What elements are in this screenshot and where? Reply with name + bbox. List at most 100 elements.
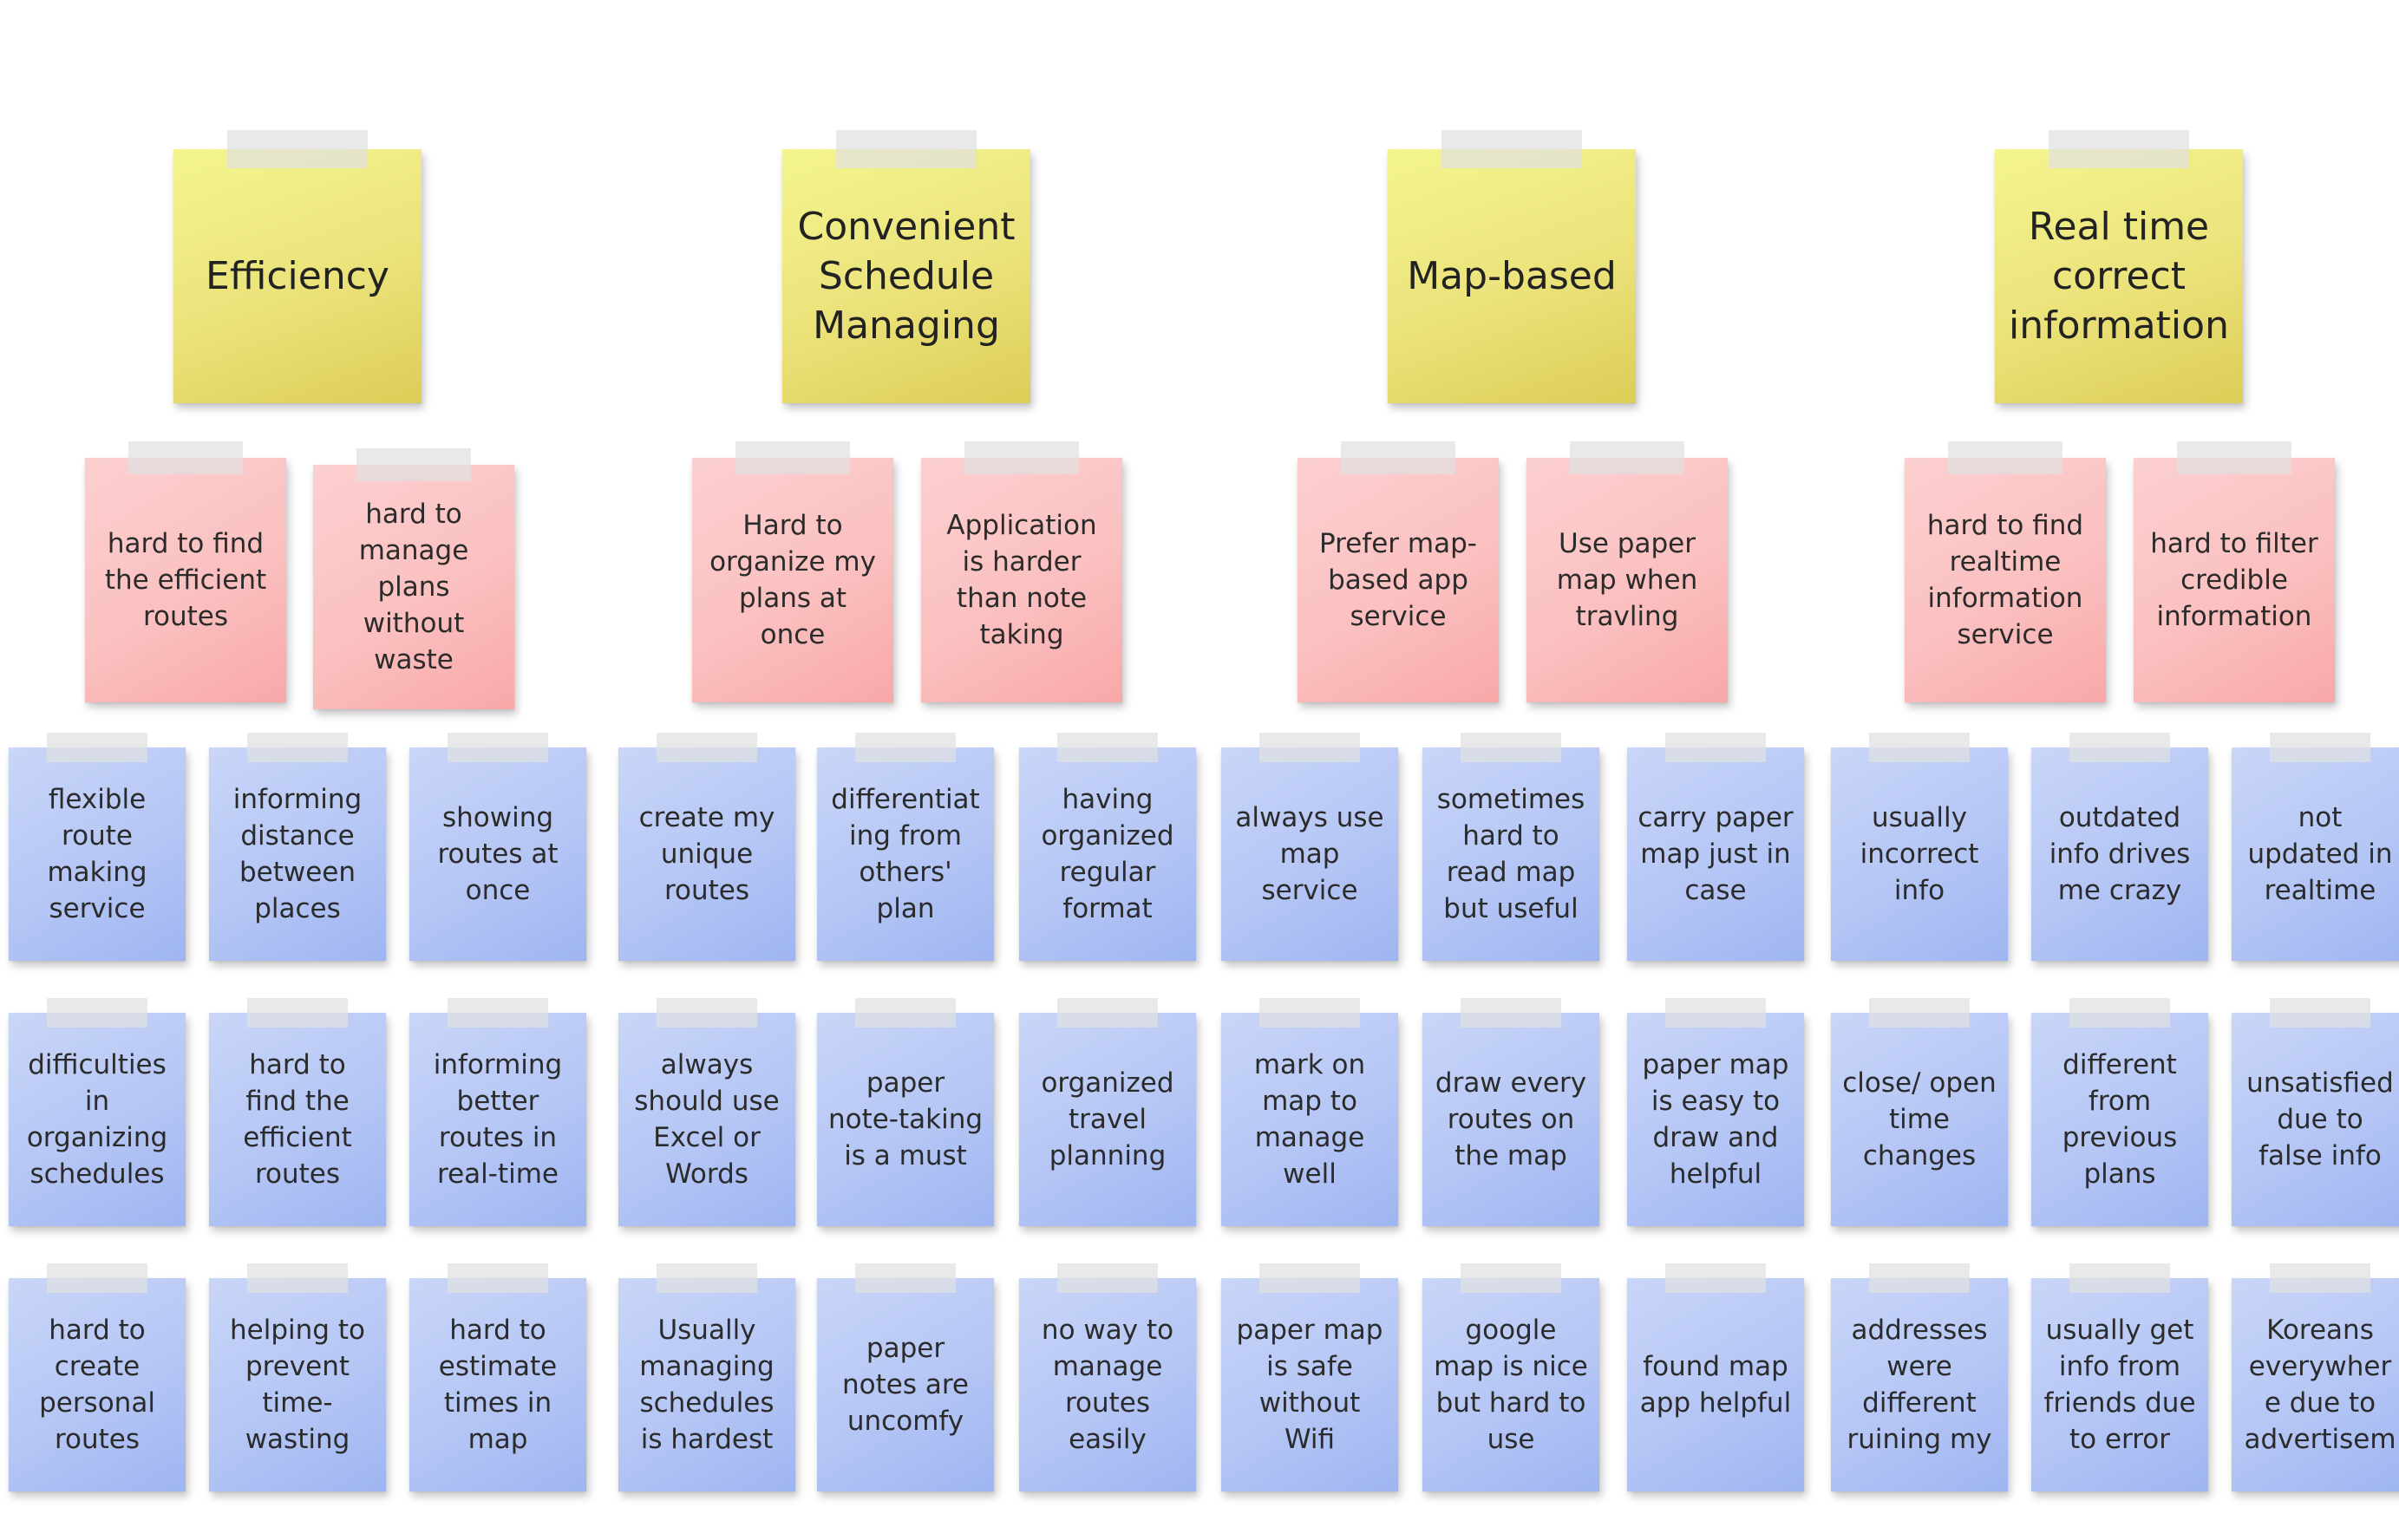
observation-note[interactable]: paper notes are uncomfy <box>817 1278 994 1491</box>
tape-strip <box>1869 1263 1970 1293</box>
tape-strip <box>1948 441 2062 474</box>
observation-note[interactable]: different from previous plans <box>2031 1013 2208 1226</box>
observation-note-text: Koreans everywhere due to advertisement <box>2244 1315 2396 1455</box>
observation-note-text: create my unique routes <box>638 802 775 906</box>
observation-note[interactable]: difficulties in organizing schedules <box>9 1013 186 1226</box>
observation-note[interactable]: hard to find the efficient routes <box>209 1013 386 1226</box>
tape-strip <box>356 448 471 481</box>
theme-note[interactable]: Convenient Schedule Managing <box>782 149 1030 403</box>
insight-note-text: Prefer map-based app service <box>1319 528 1477 632</box>
observation-note[interactable]: paper note-taking is a must <box>817 1013 994 1226</box>
insight-note-text: Use paper map when travling <box>1556 528 1698 632</box>
tape-strip <box>1869 733 1970 762</box>
observation-note-text: no way to manage routes easily <box>1041 1315 1174 1455</box>
observation-note[interactable]: sometimes hard to read map but useful <box>1422 747 1599 961</box>
observation-note-text: paper notes are uncomfy <box>842 1333 969 1437</box>
observation-note-text: helping to prevent time-wasting <box>230 1315 365 1455</box>
observation-note-text: always use map service <box>1235 802 1384 906</box>
observation-note[interactable]: always use map service <box>1221 747 1398 961</box>
tape-strip <box>1057 733 1158 762</box>
observation-note[interactable]: paper map is safe without Wifi <box>1221 1278 1398 1491</box>
observation-note-text: differentiating from others' plan <box>831 784 980 924</box>
observation-note[interactable]: helping to prevent time-wasting <box>209 1278 386 1491</box>
tape-strip <box>1461 733 1561 762</box>
observation-note-text: paper map is safe without Wifi <box>1236 1315 1383 1455</box>
observation-note[interactable]: having organized regular format <box>1019 747 1196 961</box>
observation-note-text: google map is nice but hard to use <box>1434 1315 1588 1455</box>
insight-note[interactable]: hard to filter credible information <box>2134 458 2335 702</box>
theme-note-text: Convenient Schedule Managing <box>797 205 1016 348</box>
tape-strip <box>1259 733 1360 762</box>
observation-note[interactable]: mark on map to manage well <box>1221 1013 1398 1226</box>
observation-note[interactable]: paper map is easy to draw and helpful <box>1627 1013 1804 1226</box>
tape-strip <box>2069 1263 2170 1293</box>
observation-note-text: informing distance between places <box>232 784 363 924</box>
tape-strip <box>2270 998 2370 1028</box>
tape-strip <box>1441 130 1582 168</box>
tape-strip <box>2177 441 2291 474</box>
insight-note[interactable]: Prefer map-based app service <box>1298 458 1499 702</box>
tape-strip <box>2049 130 2189 168</box>
tape-strip <box>855 998 956 1028</box>
observation-note[interactable]: always should use Excel or Words <box>618 1013 795 1226</box>
insight-note-text: hard to find the efficient routes <box>104 528 267 632</box>
tape-strip <box>1461 1263 1561 1293</box>
tape-strip <box>1665 998 1766 1028</box>
tape-strip <box>1869 998 1970 1028</box>
observation-note[interactable]: Koreans everywhere due to advertisement <box>2232 1278 2399 1491</box>
observation-note-text: different from previous plans <box>2062 1049 2178 1190</box>
observation-note[interactable]: hard to create personal routes <box>9 1278 186 1491</box>
observation-note[interactable]: create my unique routes <box>618 747 795 961</box>
observation-note[interactable]: draw every routes on the map <box>1422 1013 1599 1226</box>
observation-note[interactable]: usually incorrect info <box>1831 747 2008 961</box>
observation-note[interactable]: showing routes at once <box>409 747 586 961</box>
observation-note-text: close/ open time changes <box>1842 1067 1997 1171</box>
insight-note[interactable]: hard to manage plans without waste <box>313 465 514 709</box>
observation-note[interactable]: outdated info drives me crazy <box>2031 747 2208 961</box>
theme-note[interactable]: Map-based <box>1388 149 1636 403</box>
insight-note-text: hard to find realtime information servic… <box>1926 510 2084 650</box>
observation-note[interactable]: informing distance between places <box>209 747 386 961</box>
insight-note[interactable]: Use paper map when travling <box>1526 458 1728 702</box>
tape-strip <box>2270 1263 2370 1293</box>
theme-note-text: Efficiency <box>206 254 389 298</box>
observation-note[interactable]: carry paper map just in case <box>1627 747 1804 961</box>
observation-note-text: hard to find the efficient routes <box>243 1049 352 1190</box>
observation-note[interactable]: google map is nice but hard to use <box>1422 1278 1599 1491</box>
observation-note-text: Usually managing schedules is hardest <box>639 1315 775 1455</box>
observation-note[interactable]: differentiating from others' plan <box>817 747 994 961</box>
observation-note[interactable]: flexible route making service <box>9 747 186 961</box>
tape-strip <box>1461 998 1561 1028</box>
insight-note[interactable]: hard to find the efficient routes <box>85 458 286 702</box>
observation-note[interactable]: not updated in realtime <box>2232 747 2399 961</box>
observation-note-text: carry paper map just in case <box>1637 802 1794 906</box>
observation-note-text: informing better routes in real-time <box>433 1049 563 1190</box>
observation-note[interactable]: informing better routes in real-time <box>409 1013 586 1226</box>
tape-strip <box>2069 733 2170 762</box>
theme-note-text: Map-based <box>1407 254 1617 298</box>
tape-strip <box>448 733 548 762</box>
theme-note[interactable]: Real time correct information <box>1995 149 2243 403</box>
observation-note-text: usually incorrect info <box>1860 802 1979 906</box>
insight-note-text: Application is harder than note taking <box>946 510 1097 650</box>
tape-strip <box>1665 1263 1766 1293</box>
insight-note[interactable]: hard to find realtime information servic… <box>1905 458 2106 702</box>
observation-note[interactable]: Usually managing schedules is hardest <box>618 1278 795 1491</box>
observation-note[interactable]: organized travel planning <box>1019 1013 1196 1226</box>
insight-note[interactable]: Application is harder than note taking <box>921 458 1122 702</box>
tape-strip <box>448 1263 548 1293</box>
theme-note[interactable]: Efficiency <box>173 149 422 403</box>
tape-strip <box>227 130 368 168</box>
observation-note[interactable]: addresses were different ruining my trip <box>1831 1278 2008 1491</box>
observation-note[interactable]: usually get info from friends due to err… <box>2031 1278 2208 1491</box>
insight-note[interactable]: Hard to organize my plans at once <box>692 458 893 702</box>
observation-note[interactable]: hard to estimate times in map searching <box>409 1278 586 1491</box>
tape-strip <box>1341 441 1455 474</box>
tape-strip <box>836 130 977 168</box>
observation-note[interactable]: no way to manage routes easily <box>1019 1278 1196 1491</box>
observation-note[interactable]: unsatisfied due to false info <box>2232 1013 2399 1226</box>
tape-strip <box>1570 441 1684 474</box>
observation-note[interactable]: found map app helpful <box>1627 1278 1804 1491</box>
observation-note[interactable]: close/ open time changes <box>1831 1013 2008 1226</box>
observation-note-text: usually get info from friends due to err… <box>2043 1315 2196 1455</box>
